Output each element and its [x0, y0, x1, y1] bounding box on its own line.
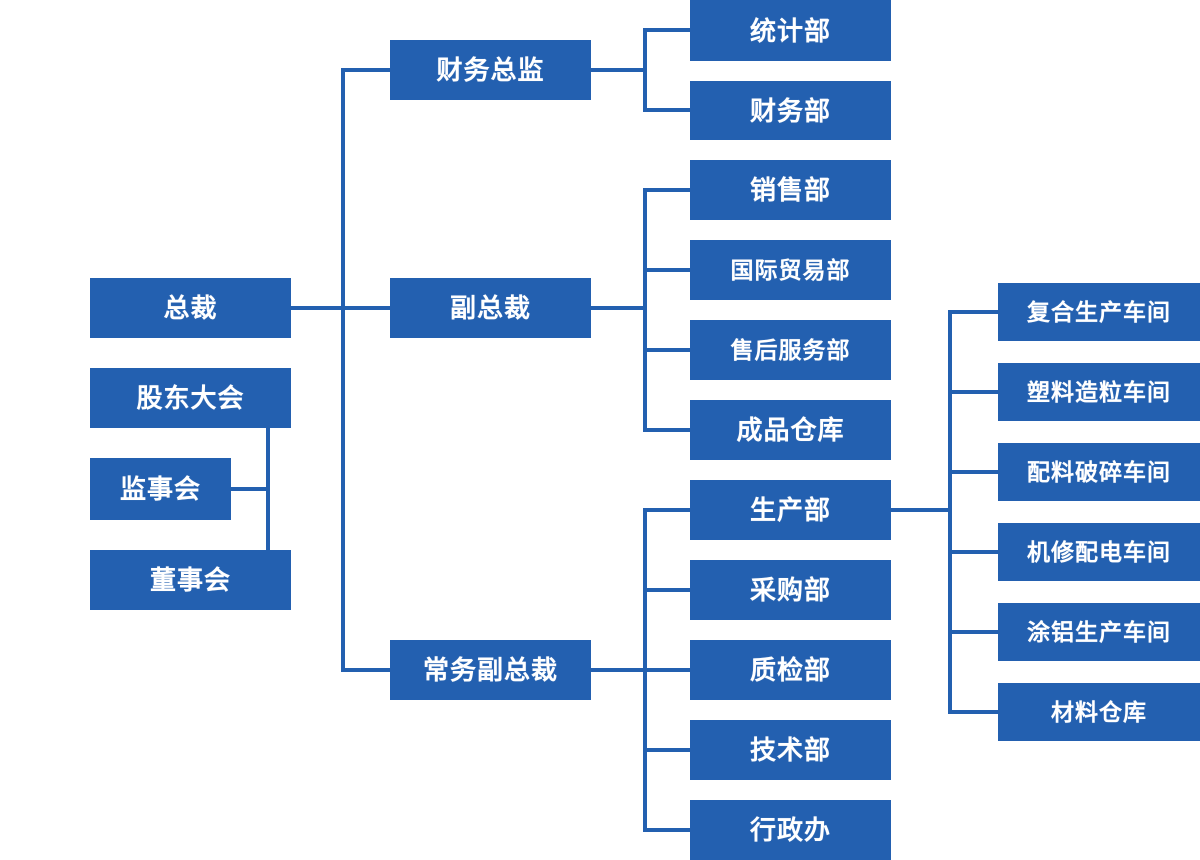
node-statistics-dept[interactable]: 统计部: [690, 0, 891, 61]
node-quality-inspection-dept[interactable]: 质检部: [690, 640, 891, 700]
node-finance-dept[interactable]: 财务部: [690, 81, 891, 140]
connector-president-stub: [291, 306, 345, 310]
connector-production-stub: [891, 508, 952, 512]
connector-evp-to-quality: [643, 668, 692, 672]
node-shareholders-meeting[interactable]: 股东大会: [90, 368, 291, 428]
node-international-trade-dept[interactable]: 国际贸易部: [690, 240, 891, 300]
node-purchasing-dept[interactable]: 采购部: [690, 560, 891, 620]
connector-trunk-to-vice-president: [341, 306, 390, 310]
connector-prod-to-plastic-granulation: [948, 390, 1000, 394]
connector-vp-to-sales: [643, 188, 692, 192]
node-aluminum-coating-workshop[interactable]: 涂铝生产车间: [998, 603, 1200, 661]
node-administration-office[interactable]: 行政办: [690, 800, 891, 860]
connector-vice-president-subtrunk: [643, 188, 647, 432]
node-vice-president[interactable]: 副总裁: [390, 278, 591, 338]
node-president[interactable]: 总裁: [90, 278, 291, 338]
connector-prod-to-composite: [948, 310, 1000, 314]
connector-cfo-to-finance: [643, 108, 692, 112]
connector-cfo-to-statistics: [643, 28, 692, 32]
node-plastic-granulation-workshop[interactable]: 塑料造粒车间: [998, 363, 1200, 421]
node-maintenance-power-workshop[interactable]: 机修配电车间: [998, 523, 1200, 581]
node-batching-crushing-workshop[interactable]: 配料破碎车间: [998, 443, 1200, 501]
connector-evp-to-purchasing: [643, 588, 692, 592]
node-cfo[interactable]: 财务总监: [390, 40, 591, 100]
connector-governance-to-supervisory: [231, 487, 270, 491]
connector-exec-vp-stub: [591, 668, 647, 672]
connector-evp-to-administration: [643, 828, 692, 832]
connector-prod-to-batching-crushing: [948, 470, 1000, 474]
node-after-sales-dept[interactable]: 售后服务部: [690, 320, 891, 380]
node-production-dept[interactable]: 生产部: [690, 480, 891, 540]
connector-evp-to-technology: [643, 748, 692, 752]
connector-trunk-to-cfo: [341, 68, 390, 72]
connector-vp-to-international-trade: [643, 268, 692, 272]
connector-prod-to-maintenance-power: [948, 550, 1000, 554]
node-material-warehouse[interactable]: 材料仓库: [998, 683, 1200, 741]
connector-prod-to-material-warehouse: [948, 710, 1000, 714]
connector-cfo-subtrunk: [643, 28, 647, 112]
connector-vp-to-finished-goods: [643, 428, 692, 432]
node-executive-vice-president[interactable]: 常务副总裁: [390, 640, 591, 700]
connector-production-subtrunk: [948, 310, 952, 712]
node-board-of-directors[interactable]: 董事会: [90, 550, 291, 610]
node-supervisory-board[interactable]: 监事会: [90, 458, 231, 520]
node-sales-dept[interactable]: 销售部: [690, 160, 891, 220]
node-composite-workshop[interactable]: 复合生产车间: [998, 283, 1200, 341]
connector-main-trunk: [341, 68, 345, 672]
connector-vp-to-after-sales: [643, 348, 692, 352]
node-finished-goods-warehouse[interactable]: 成品仓库: [690, 400, 891, 460]
connector-trunk-to-exec-vice-president: [341, 668, 390, 672]
connector-prod-to-aluminum-coating: [948, 630, 1000, 634]
connector-cfo-stub: [591, 68, 647, 72]
connector-evp-to-production: [643, 508, 692, 512]
node-technology-dept[interactable]: 技术部: [690, 720, 891, 780]
connector-vice-president-stub: [591, 306, 647, 310]
